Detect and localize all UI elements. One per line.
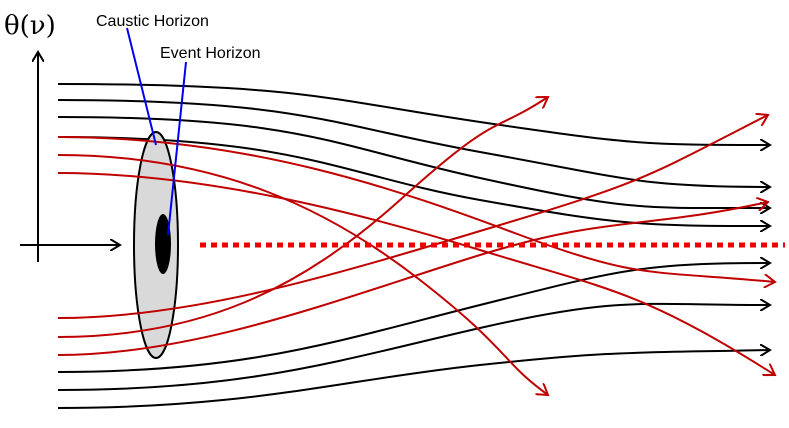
axis-label: θ(ν) xyxy=(4,11,56,41)
red-ray xyxy=(57,172,775,375)
black-ray xyxy=(57,350,770,409)
red-ray xyxy=(57,202,768,356)
event-horizon xyxy=(155,214,171,274)
red-ray xyxy=(57,97,548,338)
black-ray xyxy=(57,83,770,145)
event-horizon-label: Event Horizon xyxy=(160,45,261,62)
red-ray xyxy=(57,115,768,319)
black-ray xyxy=(57,263,770,373)
black-ray xyxy=(57,99,770,187)
red-rays xyxy=(57,97,775,395)
caustic-pointer xyxy=(126,27,157,146)
black-ray xyxy=(57,136,770,226)
black-ray xyxy=(57,116,770,208)
black-ray xyxy=(57,304,770,391)
red-ray xyxy=(57,154,548,395)
event-pointer xyxy=(167,61,187,236)
caustic-horizon-label: Caustic Horizon xyxy=(96,13,209,30)
black-rays xyxy=(57,83,770,409)
